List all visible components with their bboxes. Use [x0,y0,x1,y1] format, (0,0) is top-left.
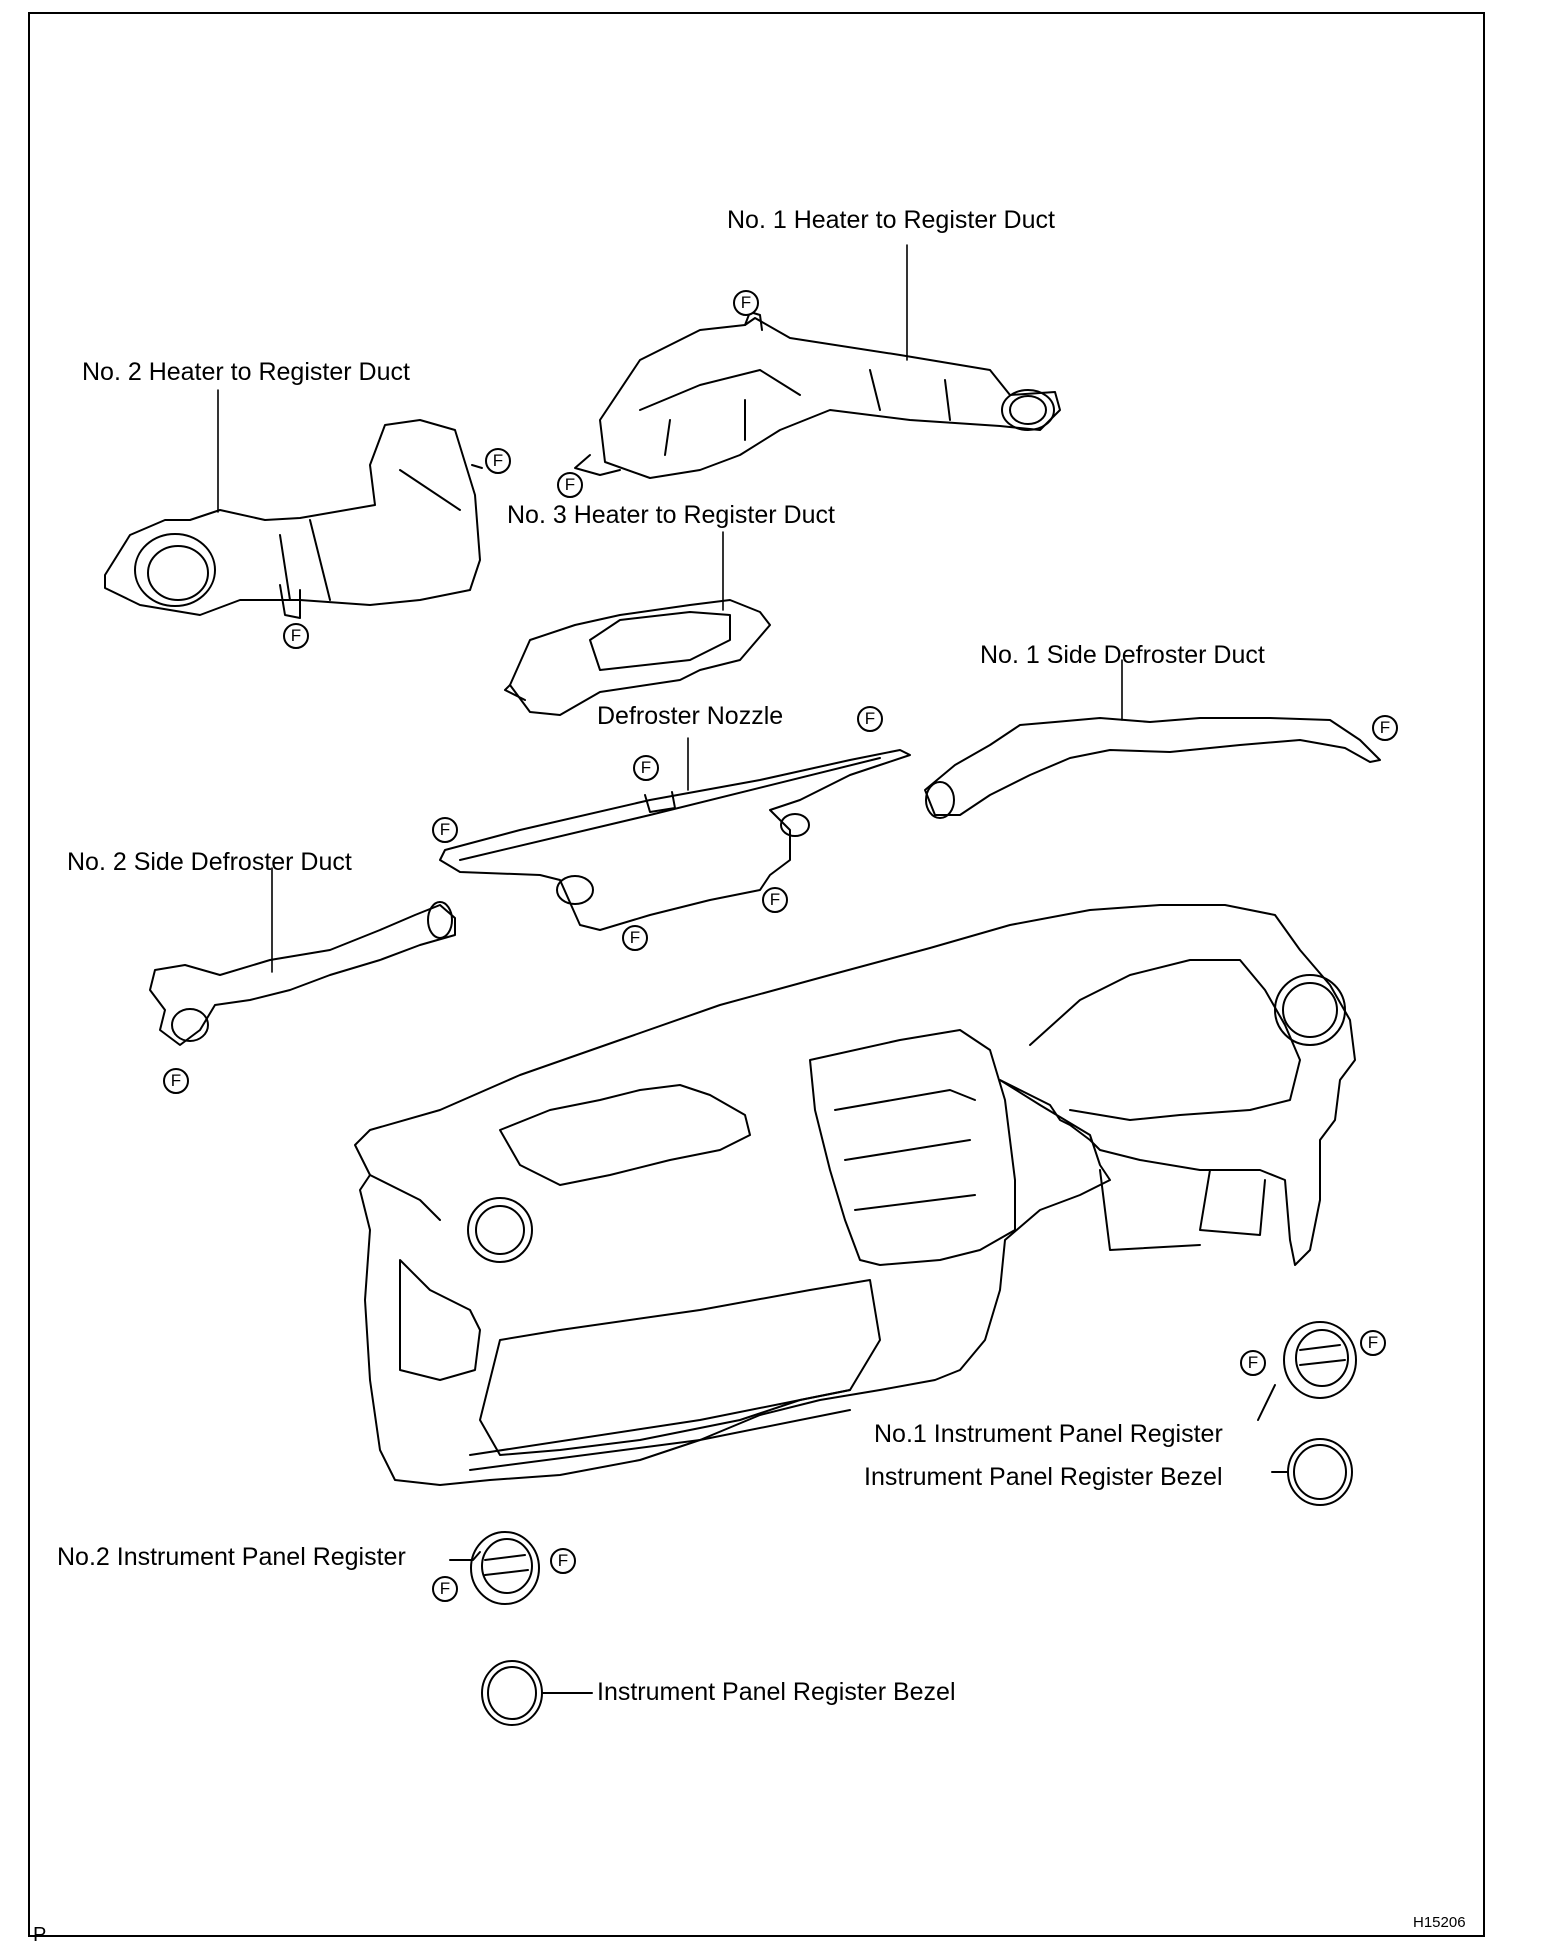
no1-heater-duct-part [574,311,1061,479]
fastener-symbol: F [485,448,511,474]
right-bezel-part [1271,1438,1353,1506]
no3-heater-duct-part [504,599,771,716]
label-no1-side-defroster-duct: No. 1 Side Defroster Duct [980,641,1265,669]
no1-register-part [1257,1321,1357,1421]
fastener-symbol: F [550,1548,576,1574]
figure-id: H15206 [1413,1914,1466,1931]
defroster-nozzle-part [439,749,911,931]
fastener-symbol: F [857,706,883,732]
label-no2-heater-duct: No. 2 Heater to Register Duct [82,358,410,386]
label-no1-heater-duct: No. 1 Heater to Register Duct [727,206,1055,234]
fastener-symbol: F [622,925,648,951]
fastener-symbol: F [432,817,458,843]
corner-code: P [33,1924,47,1946]
instrument-panel-part [354,904,1356,1486]
no2-side-defroster-duct-part [149,901,456,1046]
fastener-symbol: F [557,472,583,498]
fastener-symbol: F [733,290,759,316]
label-no1-instrument-panel-register: No.1 Instrument Panel Register [874,1420,1223,1448]
no2-register-part [449,1531,540,1605]
label-instrument-panel-register-bezel-left: Instrument Panel Register Bezel [597,1678,956,1706]
label-no3-heater-duct: No. 3 Heater to Register Duct [507,501,835,529]
fastener-symbol: F [762,887,788,913]
fastener-symbol: F [163,1068,189,1094]
left-bezel-part [481,1660,593,1726]
fastener-symbol: F [1360,1330,1386,1356]
label-no2-instrument-panel-register: No.2 Instrument Panel Register [57,1543,406,1571]
label-no2-side-defroster-duct: No. 2 Side Defroster Duct [67,848,352,876]
no1-side-defroster-duct-part [924,717,1381,819]
label-instrument-panel-register-bezel-right: Instrument Panel Register Bezel [864,1463,1223,1491]
fastener-symbol: F [432,1576,458,1602]
fastener-symbol: F [1240,1350,1266,1376]
fastener-symbol: F [633,755,659,781]
fastener-symbol: F [283,623,309,649]
label-defroster-nozzle: Defroster Nozzle [597,702,784,730]
leader-lines [217,244,1123,973]
page-frame [28,12,1485,1937]
fastener-symbol: F [1372,715,1398,741]
no2-heater-duct-part [104,419,483,619]
